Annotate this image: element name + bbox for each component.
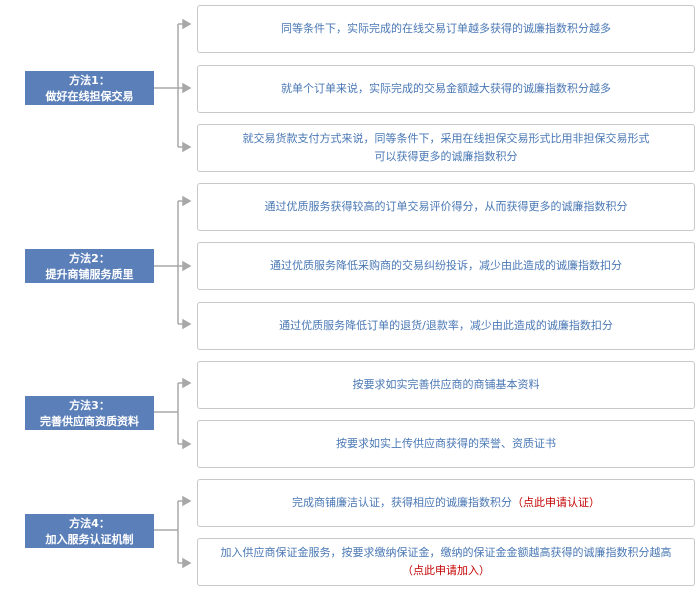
item-text: 同等条件下，实际完成的在线交易订单越多获得的诚廉指数积分越多 — [281, 22, 611, 35]
method-4-item-1: 完成商铺廉洁认证，获得相应的诚廉指数积分（点此申请认证） — [197, 479, 695, 527]
item-text: 就单个订单来说，实际完成的交易金额越大获得的诚廉指数积分越多 — [281, 82, 611, 95]
method-2-subtitle: 提升商铺服务质里 — [45, 268, 134, 281]
method-4-label: 方法4： 加入服务认证机制 — [25, 514, 154, 548]
item-text: 通过优质服务降低订单的退货/退款率，减少由此造成的诚廉指数扣分 — [279, 319, 613, 332]
item-text-line: 完成商铺廉洁认证，获得相应的诚廉指数积分（点此申请认证） — [292, 494, 600, 512]
method-4-subtitle: 加入服务认证机制 — [45, 533, 134, 546]
item-text-line-2: 可以获得更多的诚廉指数积分 — [374, 150, 518, 163]
apply-certification-link[interactable]: （点此申请认证） — [512, 496, 600, 509]
item-text: 通过优质服务获得较高的订单交易评价得分，从而获得更多的诚廉指数积分 — [264, 200, 628, 213]
item-text: 通过优质服务降低采购商的交易纠纷投诉，减少由此造成的诚廉指数扣分 — [270, 259, 622, 272]
method-1-label: 方法1： 做好在线担保交易 — [25, 71, 154, 105]
item-text: 按要求如实上传供应商获得的荣誉、资质证书 — [336, 437, 556, 450]
method-3-subtitle: 完善供应商资质资料 — [40, 415, 139, 428]
method-2-item-2: 通过优质服务降低采购商的交易纠纷投诉，减少由此造成的诚廉指数扣分 — [197, 242, 695, 290]
method-2-item-3: 通过优质服务降低订单的退货/退款率，减少由此造成的诚廉指数扣分 — [197, 302, 695, 350]
method-3-title: 方法3： — [69, 399, 110, 412]
item-text: 就交易货款支付方式来说，同等条件下，采用在线担保交易形式比用非担保交易形式 — [242, 132, 650, 145]
method-2-title: 方法2： — [69, 252, 110, 265]
method-4-title: 方法4： — [69, 517, 110, 530]
method-3-label: 方法3： 完善供应商资质资料 — [25, 396, 154, 430]
item-text: 按要求如实完善供应商的商铺基本资料 — [352, 378, 540, 391]
method-2-label: 方法2： 提升商铺服务质里 — [25, 249, 154, 283]
method-3-item-2: 按要求如实上传供应商获得的荣誉、资质证书 — [197, 420, 695, 468]
method-1-title: 方法1： — [69, 74, 110, 87]
method-1-subtitle: 做好在线担保交易 — [45, 90, 134, 103]
method-1-item-1: 同等条件下，实际完成的在线交易订单越多获得的诚廉指数积分越多 — [197, 5, 695, 53]
item-text: 完成商铺廉洁认证，获得相应的诚廉指数积分 — [292, 496, 512, 509]
item-text: 加入供应商保证金服务，按要求缴纳保证金，缴纳的保证金金额越高获得的诚廉指数积分越… — [220, 546, 672, 559]
method-2-item-1: 通过优质服务获得较高的订单交易评价得分，从而获得更多的诚廉指数积分 — [197, 183, 695, 231]
method-3-item-1: 按要求如实完善供应商的商铺基本资料 — [197, 361, 695, 409]
method-4-item-2: 加入供应商保证金服务，按要求缴纳保证金，缴纳的保证金金额越高获得的诚廉指数积分越… — [197, 538, 695, 586]
method-1-item-2: 就单个订单来说，实际完成的交易金额越大获得的诚廉指数积分越多 — [197, 65, 695, 113]
method-1-item-3: 就交易货款支付方式来说，同等条件下，采用在线担保交易形式比用非担保交易形式 可以… — [197, 124, 695, 172]
apply-join-link[interactable]: （点此申请加入） — [402, 564, 490, 577]
